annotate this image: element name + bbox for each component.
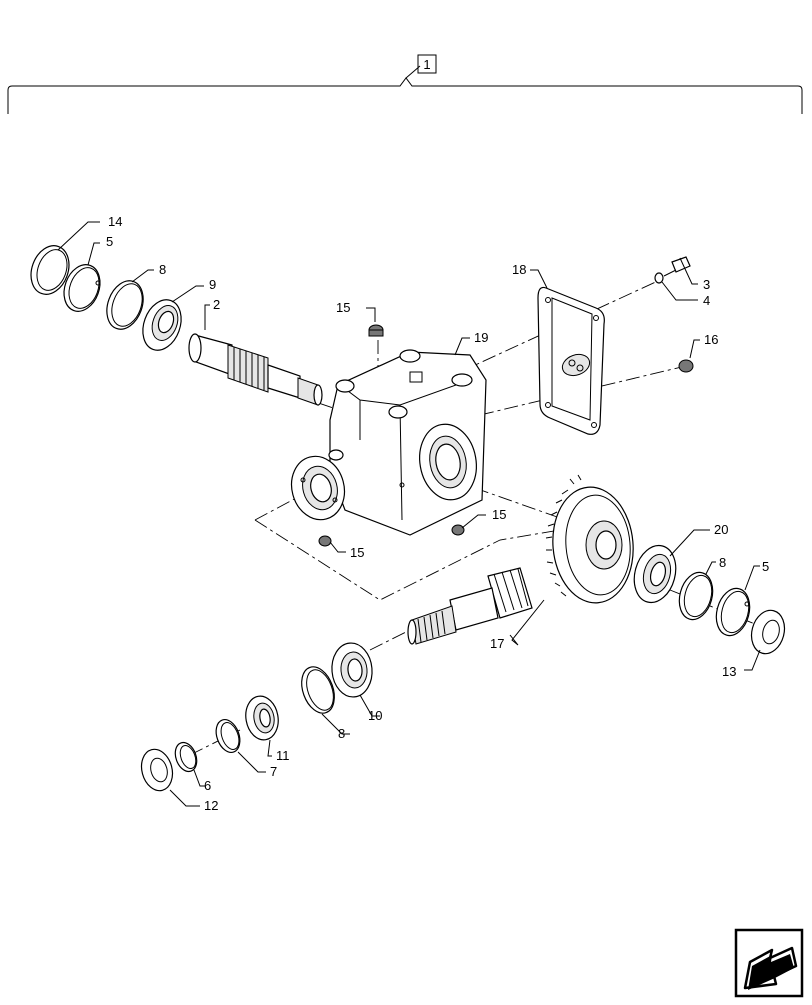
callout-3: 3	[703, 277, 710, 292]
callout-15-top: 15	[336, 300, 350, 315]
assembly-bracket: 1	[7, 54, 803, 114]
callout-14: 14	[108, 214, 122, 229]
callout-11: 11	[276, 748, 290, 763]
part-6-circlip	[174, 741, 198, 773]
callout-19: 19	[474, 330, 488, 345]
callout-12: 12	[204, 798, 218, 813]
part-5-circlip-right	[715, 587, 751, 637]
part-8-o-ring-upper	[106, 280, 144, 330]
callout-labels: 14 5 8 9 2 15 19 18 3 4 16 15 15 20 8 5 …	[106, 214, 769, 813]
part-13-seal	[750, 609, 786, 655]
callout-13: 13	[722, 664, 736, 679]
callout-17: 17	[490, 636, 504, 651]
part-10-bearing	[331, 642, 373, 698]
callout-15-lower: 15	[350, 545, 364, 560]
part-17-pinion-shaft	[407, 567, 533, 645]
part-20-bearing	[633, 544, 677, 604]
part-3-bolt	[663, 256, 691, 277]
callout-5-upper: 5	[106, 234, 113, 249]
part-9-bearing	[142, 299, 182, 351]
part-15-plug-lower	[318, 535, 332, 547]
callout-20: 20	[714, 522, 728, 537]
callout-5-right: 5	[762, 559, 769, 574]
callout-7: 7	[270, 764, 277, 779]
part-7-o-ring	[215, 718, 241, 754]
part-16-plug	[678, 359, 694, 373]
assembly-callout-label: 1	[423, 57, 430, 72]
part-4-washer	[654, 272, 664, 284]
callout-2: 2	[213, 297, 220, 312]
callout-9: 9	[209, 277, 216, 292]
part-18-cover-plate	[537, 286, 605, 435]
part-2-splined-shaft	[188, 333, 323, 406]
part-15-plug-right	[451, 524, 465, 536]
part-5-circlip-upper	[63, 264, 101, 312]
part-8-o-ring-lower	[301, 666, 335, 714]
callout-18: 18	[512, 262, 526, 277]
part-12-seal	[140, 748, 174, 792]
center-lines	[189, 279, 771, 756]
callout-4: 4	[703, 293, 710, 308]
callout-6: 6	[204, 778, 211, 793]
leader-lines	[57, 221, 761, 807]
next-page-arrow-icon[interactable]	[734, 928, 804, 998]
callout-15-right: 15	[492, 507, 506, 522]
part-11-bearing	[245, 695, 279, 741]
part-19-gearbox-housing	[290, 349, 487, 536]
part-17-crown-gear	[545, 474, 634, 604]
part-15-plug-top	[368, 324, 384, 337]
part-14-snap-ring	[30, 245, 70, 295]
callout-10: 10	[368, 708, 382, 723]
part-8-o-ring-right	[678, 571, 714, 621]
callout-8-upper: 8	[159, 262, 166, 277]
callout-8-right: 8	[719, 555, 726, 570]
callout-8-lower: 8	[338, 726, 345, 741]
callout-16: 16	[704, 332, 718, 347]
